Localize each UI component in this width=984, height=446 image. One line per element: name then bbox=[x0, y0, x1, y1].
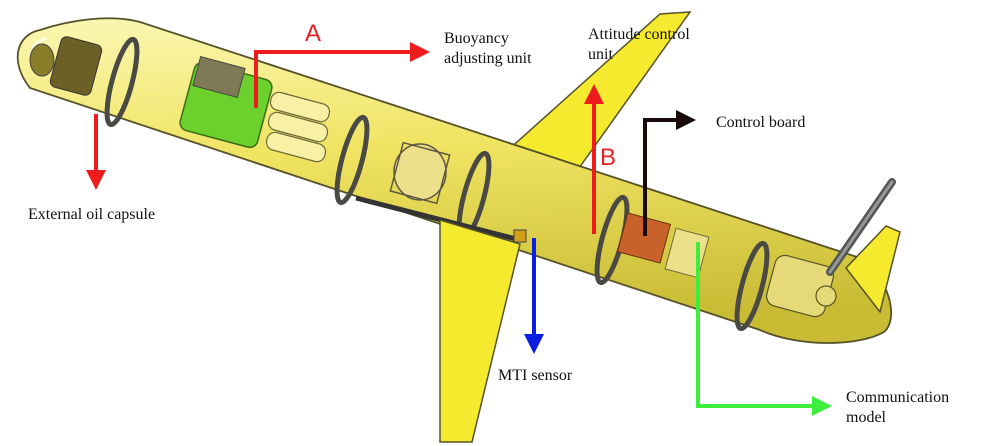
communication-arrow bbox=[696, 242, 832, 416]
marker-b: B bbox=[600, 144, 617, 171]
control-board-arrow bbox=[643, 110, 696, 236]
communication-label-line1: Communication bbox=[846, 389, 950, 406]
central-frame bbox=[389, 141, 451, 205]
control-board-label: Control board bbox=[716, 114, 806, 131]
mti-rail bbox=[355, 195, 521, 243]
rudder-fin bbox=[845, 225, 901, 314]
marker-a: A bbox=[305, 20, 322, 47]
external-oil-label: External oil capsule bbox=[28, 206, 156, 223]
antenna bbox=[826, 178, 896, 276]
buoyancy-cylinder bbox=[179, 55, 273, 149]
battery-pack bbox=[265, 91, 331, 163]
buoyancy-label-line2: adjusting unit bbox=[444, 50, 532, 67]
tail-internals bbox=[765, 254, 837, 318]
oil-capsule-parts bbox=[29, 36, 103, 96]
attitude-label-line2: unit bbox=[588, 46, 613, 63]
buoyancy-label-line1: Buoyancy bbox=[444, 30, 509, 47]
mti-sensor-label: MTI sensor bbox=[498, 367, 573, 384]
lower-wing bbox=[439, 218, 521, 443]
attitude-label-line1: Attitude control bbox=[588, 26, 690, 43]
communication-label-line2: model bbox=[846, 409, 886, 426]
buoyancy-arrow bbox=[254, 42, 430, 108]
mti-sensor-part bbox=[513, 229, 527, 243]
